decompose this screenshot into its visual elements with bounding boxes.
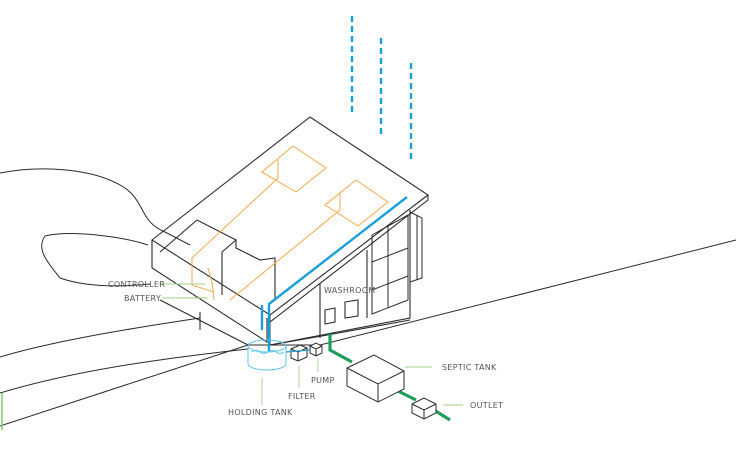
label-septic-tank: SEPTIC TANK (442, 363, 497, 372)
label-pump: PUMP (311, 376, 335, 385)
label-holding-tank: HOLDING TANK (228, 408, 293, 417)
solar-system (192, 146, 388, 300)
septic-tank (347, 355, 404, 402)
hill-near (42, 234, 150, 286)
washroom-fixture (325, 308, 335, 324)
label-controller: CONTROLLER (108, 280, 165, 289)
interior-partition-2 (236, 240, 275, 300)
label-washroom: WASHROOM (324, 286, 376, 295)
roof-thickness (270, 195, 428, 322)
window-grid (372, 212, 422, 314)
filter-pump (291, 343, 322, 361)
rain (352, 16, 411, 162)
slope-foreground (0, 349, 248, 393)
hill-far (0, 169, 190, 245)
floor-line (270, 320, 410, 345)
solar-wiring-2 (230, 193, 340, 300)
washroom-sink (345, 300, 358, 318)
outlet-box (412, 398, 436, 419)
battery-wiring (208, 268, 214, 300)
label-outlet: OUTLET (470, 401, 503, 410)
filter-box (291, 345, 307, 361)
cabin (152, 117, 428, 345)
solar-panel-1 (262, 146, 326, 192)
slope-left (0, 318, 200, 357)
label-battery: BATTERY (124, 294, 161, 303)
solar-wiring-1 (192, 160, 278, 292)
label-filter: FILTER (288, 392, 316, 401)
